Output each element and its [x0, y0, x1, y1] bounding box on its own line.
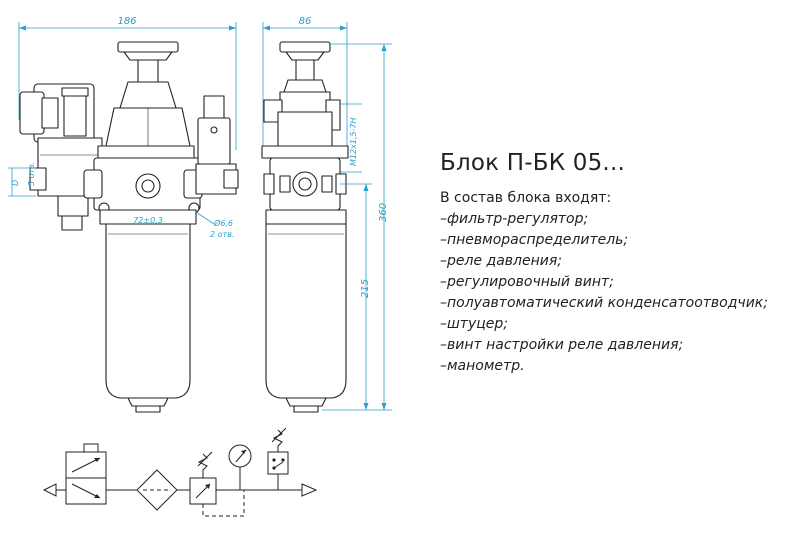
dim-hole-diameter-label: Ø6,6: [213, 218, 233, 228]
dim-86-label: 86: [299, 16, 312, 27]
dimension-side-width: 86: [262, 16, 348, 150]
description-panel: Блок П-БК 05... В состав блока входят: –…: [440, 150, 800, 377]
front-view: 186 D 5 отв.: [8, 16, 239, 413]
dim-port-count-label: 5 отв.: [27, 162, 36, 186]
dim-thread-label: M12x1,5-7H: [349, 117, 358, 166]
regulator-body: [83, 145, 203, 225]
schematic-manometer: [228, 444, 252, 490]
composition-intro: В состав блока входят:: [440, 190, 612, 206]
dimension-bowl-height: 215: [340, 183, 372, 410]
filter-bowl: [105, 223, 191, 413]
list-item: –регулировочный винт;: [440, 274, 614, 290]
regulator-knob: [105, 41, 191, 147]
dimension-total-height: 360: [322, 43, 392, 411]
dim-port-spacing-label: 72±0,3: [133, 216, 163, 225]
dimension-front-width: 186: [18, 16, 237, 150]
side-view: 86 M12x1,5-7H: [261, 16, 392, 413]
list-item: –полуавтоматический конденсатоотводчик;: [440, 295, 768, 311]
schematic-pressure-switch: [267, 427, 289, 490]
list-item: –манометр.: [440, 358, 525, 374]
dim-215-label: 215: [360, 279, 371, 298]
list-item: –винт настройки реле давления;: [440, 337, 684, 353]
product-title: Блок П-БК 05...: [440, 150, 625, 176]
pressure-switch: [195, 95, 239, 195]
pneumatic-schematic: [42, 427, 318, 517]
side-knob: [263, 41, 341, 147]
schematic-regulator: [189, 451, 245, 517]
dim-360-label: 360: [378, 203, 389, 222]
schematic-filter: [136, 469, 178, 511]
side-bowl: [265, 223, 347, 413]
list-item: –штуцер;: [440, 316, 508, 332]
dimension-thread: M12x1,5-7H: [340, 103, 362, 173]
dimension-port-d: D 5 отв.: [8, 162, 36, 197]
component-list: –фильтр-регулятор; –пневмораспределитель…: [440, 209, 800, 377]
pneumatic-distributor: [19, 83, 103, 231]
dim-hole-count-label: 2 отв.: [210, 230, 234, 239]
list-item: –реле давления;: [440, 253, 562, 269]
schematic-distributor: [65, 443, 107, 505]
dim-d-label: D: [11, 180, 20, 186]
dim-186-label: 186: [117, 16, 136, 27]
list-item: –пневмораспределитель;: [440, 232, 629, 248]
side-body: [261, 145, 349, 225]
list-item: –фильтр-регулятор;: [440, 211, 589, 227]
